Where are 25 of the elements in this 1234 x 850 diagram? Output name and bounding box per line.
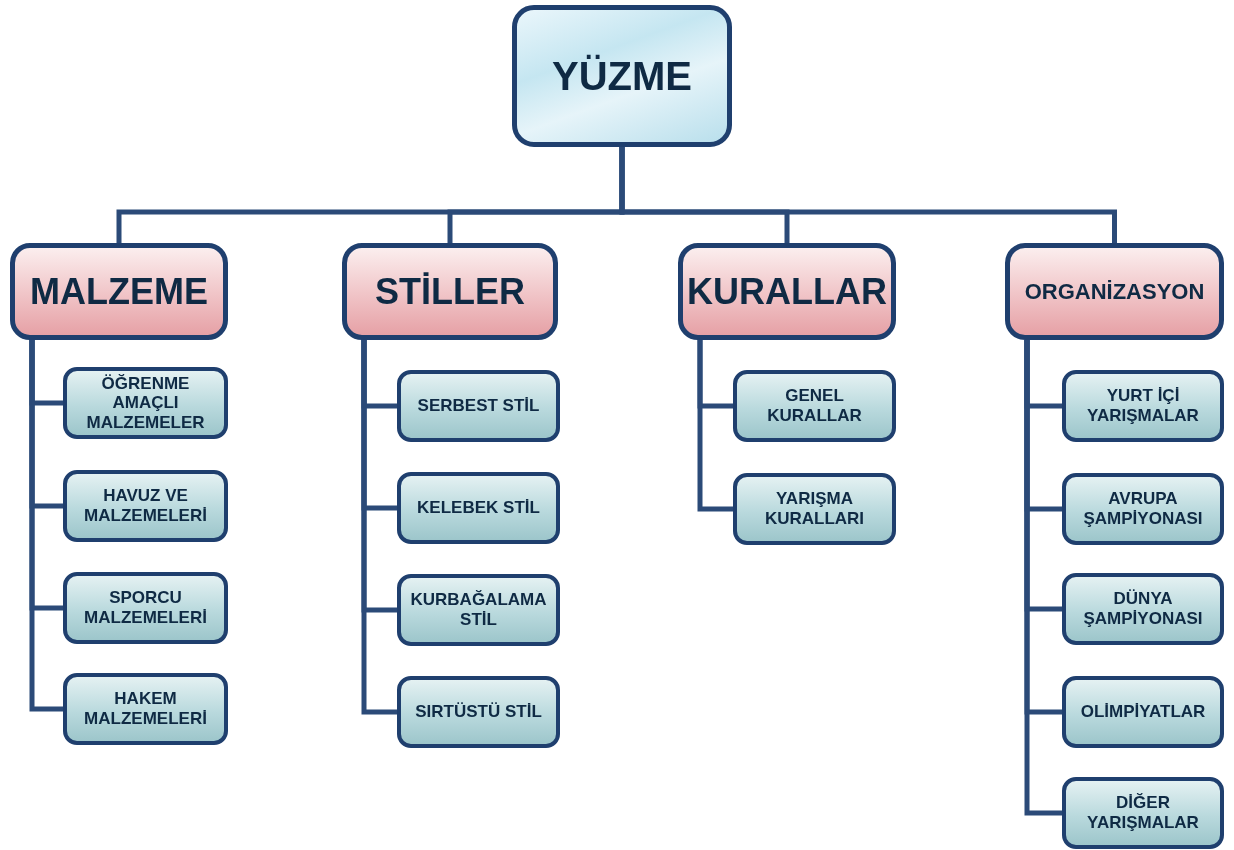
category-box: KURALLAR	[678, 243, 896, 340]
root-box: YÜZME	[512, 5, 732, 147]
item-box: HAKEM MALZEMELERİ	[63, 673, 228, 745]
category-box: STİLLER	[342, 243, 558, 340]
item-box: DİĞER YARIŞMALAR	[1062, 777, 1224, 849]
category-box: ORGANİZASYON	[1005, 243, 1224, 340]
item-box: SERBEST STİL	[397, 370, 560, 442]
item-box: GENEL KURALLAR	[733, 370, 896, 442]
item-box: ÖĞRENME AMAÇLI MALZEMELER	[63, 367, 228, 439]
category-box: MALZEME	[10, 243, 228, 340]
connector-line	[29, 340, 63, 712]
item-box: KELEBEK STİL	[397, 472, 560, 544]
connector-line	[697, 340, 733, 512]
item-box: HAVUZ VE MALZEMELERİ	[63, 470, 228, 542]
item-box: SIRTÜSTÜ STİL	[397, 676, 560, 748]
item-box: OLİMPİYATLAR	[1062, 676, 1224, 748]
connector-line	[619, 147, 1117, 243]
item-box: SPORCU MALZEMELERİ	[63, 572, 228, 644]
connector-line	[361, 340, 397, 715]
item-box: KURBAĞALAMA STİL	[397, 574, 560, 646]
item-box: YARIŞMA KURALLARI	[733, 473, 896, 545]
item-box: AVRUPA ŞAMPİYONASI	[1062, 473, 1224, 545]
item-box: DÜNYA ŞAMPİYONASI	[1062, 573, 1224, 645]
connector-line	[1024, 340, 1062, 816]
item-box: YURT İÇİ YARIŞMALAR	[1062, 370, 1224, 442]
